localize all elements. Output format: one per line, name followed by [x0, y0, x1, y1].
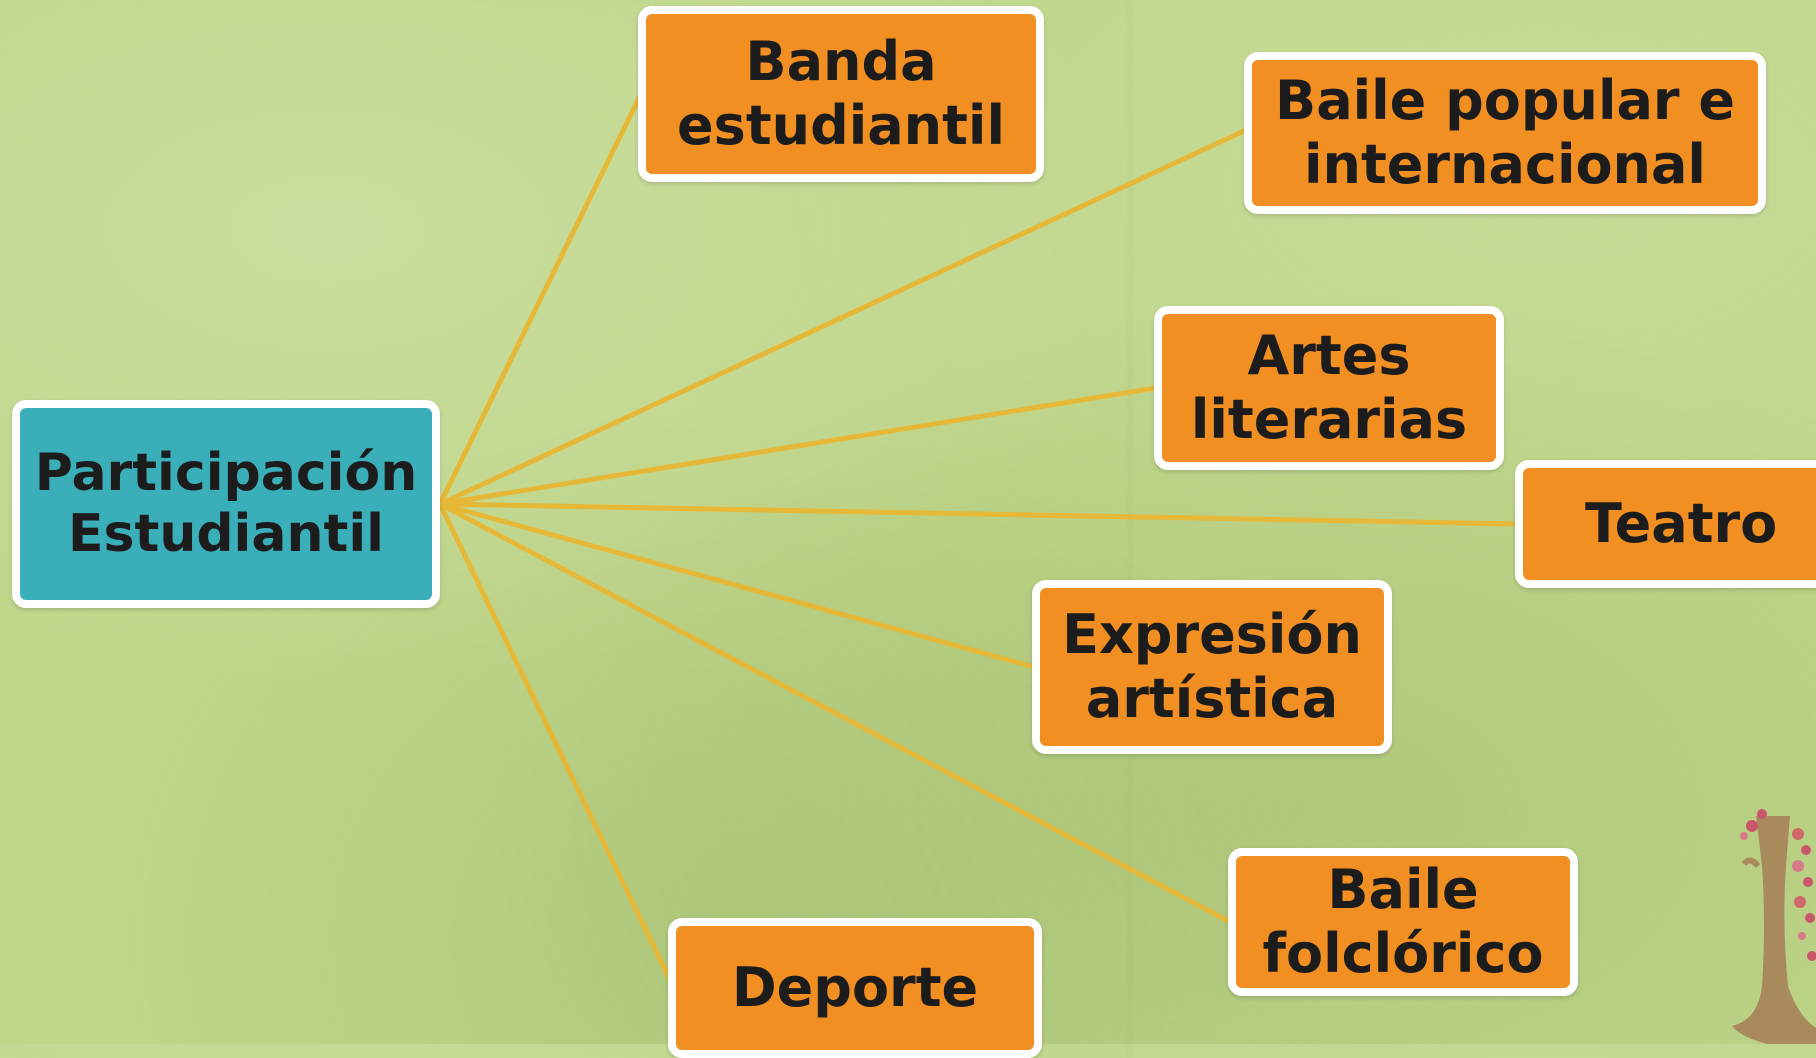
node-baile-folclorico[interactable]: Baile folclórico	[1228, 848, 1578, 996]
node-banda-estudiantil[interactable]: Banda estudiantil	[638, 6, 1044, 182]
node-folk-line2: folclórico	[1262, 922, 1544, 985]
root-label-line1: Participación	[34, 442, 418, 503]
node-folk-line1: Baile	[1327, 858, 1479, 922]
connector-folk	[437, 501, 1233, 925]
node-banda-line1: Banda	[745, 30, 937, 94]
node-baile-line2: internacional	[1304, 133, 1706, 196]
node-artes-line1: Artes	[1247, 324, 1411, 388]
root-node-participacion-estudiantil[interactable]: Participación Estudiantil	[12, 400, 440, 608]
node-baile-line1: Baile popular e	[1275, 69, 1735, 133]
node-expr-line2: artística	[1085, 667, 1339, 730]
node-artes-line2: literarias	[1190, 388, 1468, 451]
connector-baile	[437, 127, 1249, 507]
node-deporte[interactable]: Deporte	[668, 918, 1042, 1058]
node-expr-line1: Expresión	[1062, 603, 1362, 667]
connector-expr	[437, 501, 1037, 670]
node-teatro[interactable]: Teatro	[1515, 460, 1816, 588]
root-label-line2: Estudiantil	[67, 504, 384, 564]
node-expresion-artistica[interactable]: Expresión artística	[1032, 580, 1392, 754]
node-deporte-line1: Deporte	[731, 956, 979, 1020]
connector-deporte	[437, 501, 673, 983]
node-baile-popular[interactable]: Baile popular e internacional	[1244, 52, 1766, 214]
node-banda-line2: estudiantil	[677, 94, 1005, 157]
connector-teatro	[437, 501, 1520, 527]
tree-icon	[1732, 809, 1816, 1044]
node-teatro-line1: Teatro	[1585, 492, 1778, 556]
connector-banda	[437, 93, 643, 507]
connector-artes	[437, 385, 1159, 507]
node-artes-literarias[interactable]: Artes literarias	[1154, 306, 1504, 470]
